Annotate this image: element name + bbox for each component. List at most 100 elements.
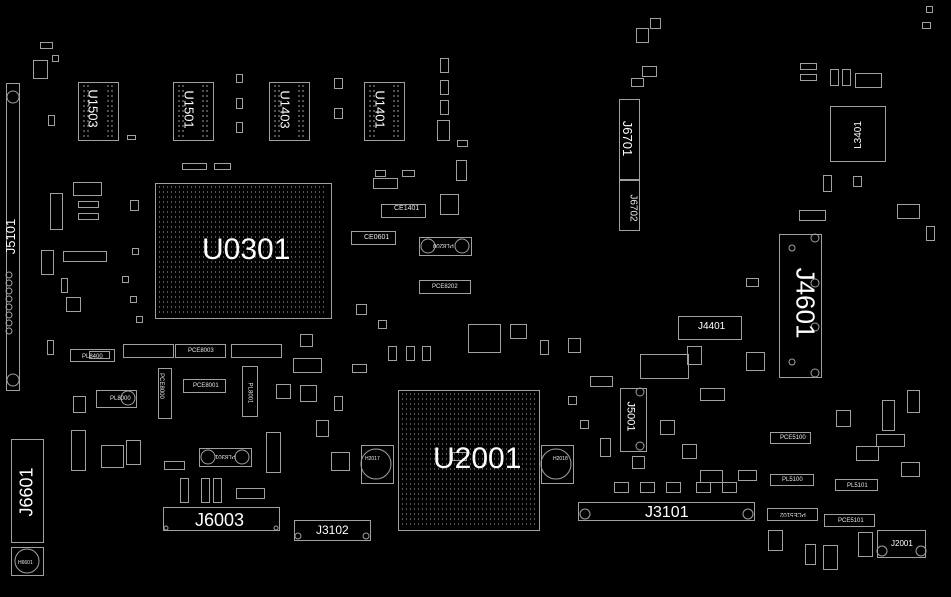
pad-circle bbox=[362, 532, 370, 540]
pad-circle bbox=[6, 90, 20, 104]
component-label-j6003[interactable]: J6003 bbox=[195, 510, 245, 530]
small-component-outline bbox=[440, 194, 459, 215]
pad-circle bbox=[234, 449, 250, 465]
small-component-outline bbox=[746, 278, 759, 287]
component-label-j5101[interactable]: J5101 bbox=[3, 218, 19, 255]
small-component-outline bbox=[682, 444, 697, 459]
small-component-outline bbox=[926, 226, 935, 241]
small-component-outline bbox=[266, 432, 281, 473]
j6701-outline bbox=[619, 99, 640, 180]
pl8000-outline bbox=[96, 390, 137, 408]
small-component-outline bbox=[823, 545, 838, 570]
j6702-outline bbox=[619, 180, 640, 231]
pad-circle bbox=[788, 358, 796, 366]
pad-circle bbox=[14, 548, 40, 574]
small-component-outline bbox=[823, 175, 832, 192]
small-component-outline bbox=[897, 204, 920, 219]
component-label-j4401[interactable]: J4401 bbox=[698, 321, 726, 332]
component-label-u1501[interactable]: U1501 bbox=[181, 90, 197, 129]
small-component-outline bbox=[437, 120, 450, 141]
small-component-outline bbox=[700, 470, 723, 483]
component-label-j5001[interactable]: J5001 bbox=[624, 401, 637, 432]
component-label-ce0601[interactable]: CE0601 bbox=[364, 234, 390, 241]
component-label-pce8202[interactable]: PCE8202 bbox=[432, 284, 458, 290]
component-label-pl8000[interactable]: PL8000 bbox=[110, 396, 131, 402]
pl5101-outline bbox=[835, 479, 878, 491]
component-label-h6601[interactable]: H6601 bbox=[18, 560, 33, 566]
component-label-pl8301[interactable]: PL8301 bbox=[215, 453, 236, 459]
small-component-outline bbox=[746, 352, 765, 371]
small-component-outline bbox=[78, 201, 99, 208]
j5001-outline bbox=[620, 388, 647, 452]
component-label-j6702[interactable]: J6702 bbox=[627, 194, 639, 222]
pad-circle bbox=[5, 311, 13, 319]
small-component-outline bbox=[47, 340, 54, 355]
component-label-pce8000[interactable]: PCE8000 bbox=[157, 373, 164, 399]
component-label-j6701[interactable]: J6701 bbox=[620, 120, 636, 157]
small-component-outline bbox=[687, 346, 702, 365]
small-component-outline bbox=[568, 338, 581, 353]
component-label-ce1401[interactable]: CE1401 bbox=[394, 205, 420, 212]
component-label-pce5102[interactable]: PCE5102 bbox=[780, 511, 806, 517]
small-component-outline bbox=[805, 544, 816, 565]
small-component-outline bbox=[130, 296, 137, 303]
component-label-u2001[interactable]: U2001 bbox=[433, 442, 522, 475]
component-label-u1503[interactable]: U1503 bbox=[85, 89, 101, 128]
component-label-pce8001[interactable]: PCE8001 bbox=[193, 383, 219, 389]
pad-circle bbox=[579, 508, 591, 520]
small-component-outline bbox=[71, 430, 86, 471]
small-component-outline bbox=[236, 122, 243, 133]
small-component-outline bbox=[876, 434, 905, 447]
component-label-h2017[interactable]: H2017 bbox=[365, 456, 380, 462]
j6003-outline bbox=[163, 507, 280, 531]
component-label-u0301[interactable]: U0301 bbox=[202, 233, 291, 266]
pad-circle bbox=[742, 508, 754, 520]
component-label-pce5100[interactable]: PCE5100 bbox=[780, 435, 806, 441]
small-component-outline bbox=[926, 6, 933, 13]
pl8301-outline bbox=[199, 448, 252, 467]
small-component-outline bbox=[236, 488, 265, 499]
component-label-pl8200[interactable]: PL8200 bbox=[433, 242, 454, 248]
component-label-pce8003[interactable]: PCE8003 bbox=[188, 348, 214, 354]
small-component-outline bbox=[78, 213, 99, 220]
component-label-pl8400[interactable]: PL8400 bbox=[82, 354, 103, 360]
component-label-h2018[interactable]: H2018 bbox=[553, 456, 568, 462]
small-component-outline bbox=[632, 456, 645, 469]
small-component-outline bbox=[660, 420, 675, 435]
component-label-j6601[interactable]: J6601 bbox=[16, 467, 37, 517]
pce8001-outline bbox=[183, 379, 226, 393]
small-component-outline bbox=[600, 438, 611, 457]
pl8400-outline bbox=[70, 349, 115, 362]
small-component-outline bbox=[41, 250, 54, 275]
small-component-outline bbox=[276, 384, 291, 399]
component-label-j3102[interactable]: J3102 bbox=[316, 523, 349, 537]
component-label-j2001[interactable]: J2001 bbox=[891, 539, 913, 548]
pad-circle bbox=[5, 319, 13, 327]
small-component-outline bbox=[300, 385, 317, 402]
pad-circle bbox=[5, 303, 13, 311]
small-component-outline bbox=[901, 462, 920, 477]
pad-circle bbox=[6, 373, 20, 387]
component-label-l3401[interactable]: L3401 bbox=[852, 121, 864, 149]
small-component-outline bbox=[568, 396, 577, 405]
h6601-outline bbox=[11, 547, 44, 576]
small-component-outline bbox=[882, 400, 895, 431]
pad-circle bbox=[360, 448, 392, 480]
small-component-outline bbox=[378, 320, 387, 329]
component-label-u1401[interactable]: U1401 bbox=[372, 90, 388, 129]
component-label-u1403[interactable]: U1403 bbox=[277, 90, 293, 129]
component-label-pl5101[interactable]: PL5101 bbox=[847, 483, 868, 489]
small-component-outline bbox=[48, 115, 55, 126]
component-label-pl5100[interactable]: PL5100 bbox=[782, 477, 803, 483]
component-label-j4601[interactable]: J4601 bbox=[790, 267, 821, 339]
small-component-outline bbox=[636, 28, 649, 43]
component-label-j3101[interactable]: J3101 bbox=[645, 504, 689, 521]
small-component-outline bbox=[836, 410, 851, 427]
small-component-outline bbox=[456, 160, 467, 181]
component-label-pl8001[interactable]: PL8001 bbox=[246, 382, 253, 404]
pce8000-outline bbox=[158, 368, 172, 419]
small-component-outline bbox=[122, 276, 129, 283]
component-label-pce5101[interactable]: PCE5101 bbox=[838, 518, 864, 524]
